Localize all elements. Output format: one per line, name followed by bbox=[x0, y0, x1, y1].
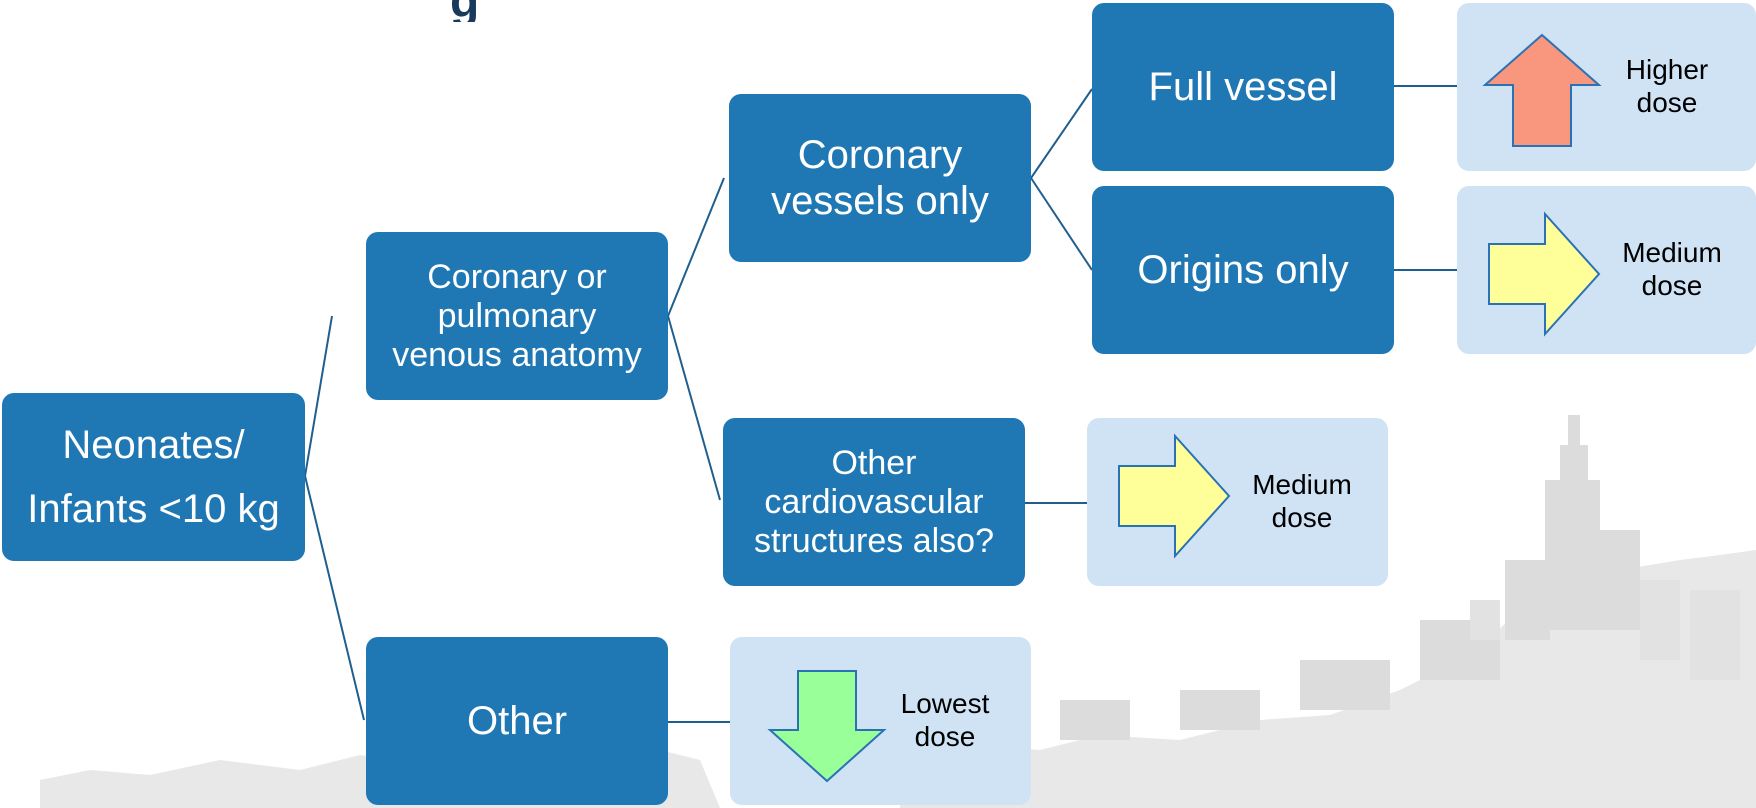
node-other-label: Other bbox=[466, 699, 568, 743]
connector-root-to-coronary-pulmonary bbox=[304, 315, 333, 477]
connector-cp-to-other-cardio bbox=[667, 315, 721, 501]
node-neonates-infants: Neonates/ Infants <10 kg bbox=[2, 393, 305, 561]
right-arrow-icon bbox=[1488, 211, 1601, 337]
right-arrow-icon bbox=[1118, 433, 1231, 559]
outcome-medium-dose-other: Medium dose bbox=[1087, 418, 1388, 586]
node-other-cardiovascular-label: Other cardiovascular structures also? bbox=[754, 443, 994, 560]
node-coronary-pulmonary-label: Coronary or pulmonary venous anatomy bbox=[392, 257, 642, 374]
down-arrow-icon bbox=[767, 670, 887, 783]
outcome-medium-dose-other-label: Medium dose bbox=[1252, 469, 1352, 533]
node-other: Other bbox=[366, 637, 668, 805]
node-origins-only-label: Origins only bbox=[1137, 248, 1349, 292]
node-full-vessel: Full vessel bbox=[1092, 3, 1394, 171]
slide-title-fragment: g bbox=[450, 0, 560, 22]
outcome-lowest-dose: Lowest dose bbox=[730, 637, 1031, 805]
node-coronary-vessels-only-label: Coronary vessels only bbox=[771, 133, 989, 223]
connector-cp-to-coronary-only bbox=[667, 177, 725, 317]
node-coronary-pulmonary: Coronary or pulmonary venous anatomy bbox=[366, 232, 668, 400]
node-neonates-infants-label: Neonates/ Infants <10 kg bbox=[27, 423, 280, 531]
node-other-cardiovascular: Other cardiovascular structures also? bbox=[723, 418, 1025, 586]
outcome-higher-dose-label: Higher dose bbox=[1625, 54, 1709, 118]
outcome-lowest-dose-label: Lowest dose bbox=[900, 688, 990, 752]
connector-co-to-full-vessel bbox=[1030, 88, 1093, 179]
outcome-higher-dose: Higher dose bbox=[1457, 3, 1756, 171]
connector-root-to-other bbox=[304, 475, 365, 721]
outcome-medium-dose-origins: Medium dose bbox=[1457, 186, 1756, 354]
outcome-medium-dose-origins-label: Medium dose bbox=[1622, 237, 1722, 301]
up-arrow-icon bbox=[1482, 33, 1602, 147]
node-full-vessel-label: Full vessel bbox=[1148, 65, 1338, 109]
node-origins-only: Origins only bbox=[1092, 186, 1394, 354]
node-coronary-vessels-only: Coronary vessels only bbox=[729, 94, 1031, 262]
connector-co-to-origins-only bbox=[1030, 177, 1093, 271]
